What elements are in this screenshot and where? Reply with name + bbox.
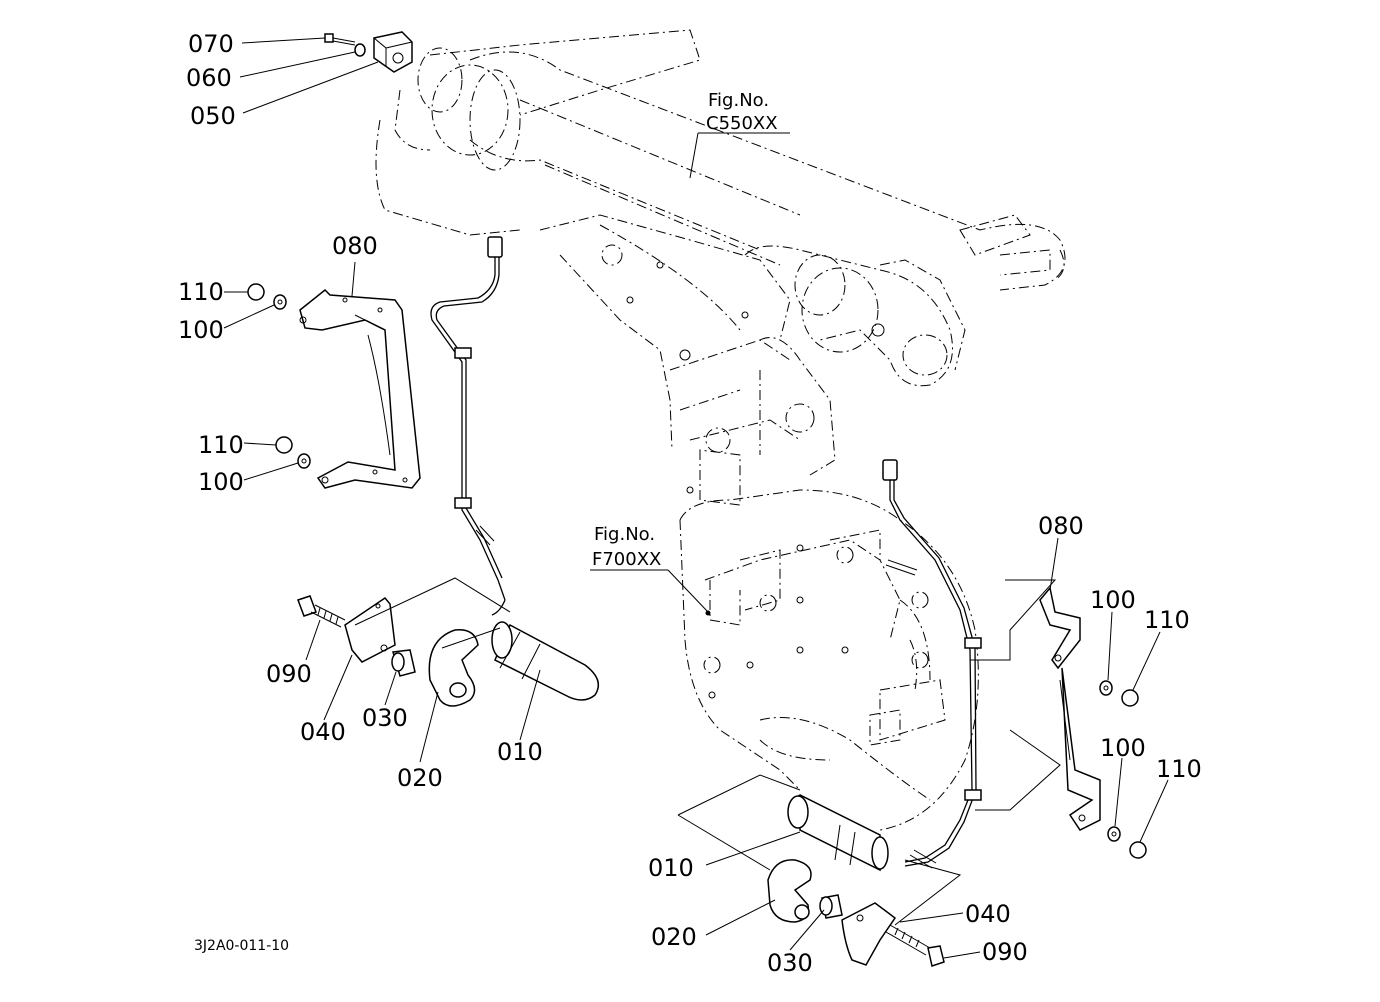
callout-110-left-lower: 110	[198, 431, 244, 459]
transmission-case-outline	[679, 489, 979, 831]
callout-080-right: 080	[1038, 512, 1084, 540]
figure-references: Fig.No. C550XX Fig.No. F700XX	[592, 90, 778, 570]
bolt-070	[324, 33, 356, 46]
callout-100-left-upper: 100	[178, 316, 224, 344]
left-collar-030	[391, 649, 416, 677]
callout-090-right: 090	[982, 938, 1028, 966]
right-sensor-harness	[882, 459, 982, 869]
right-bolt-090	[885, 924, 945, 967]
callout-040-right: 040	[965, 900, 1011, 928]
right-frame-lines	[970, 579, 1061, 811]
callout-020-right: 020	[651, 923, 697, 951]
left-sensor-harness	[430, 236, 506, 616]
callout-090-left: 090	[266, 660, 312, 688]
callout-110-right-upper: 110	[1144, 606, 1190, 634]
left-magnet-020	[428, 629, 479, 707]
top-mount-parts	[324, 31, 413, 73]
callout-100-left-lower: 100	[198, 468, 244, 496]
ref-f700-line2: F700XX	[592, 549, 661, 570]
ref-c550-line2: C550XX	[706, 113, 778, 134]
callout-110-right-lower: 110	[1156, 755, 1202, 783]
right-sensor-010	[787, 794, 889, 872]
right-bracket-080	[1039, 586, 1101, 831]
stopper-050	[373, 31, 413, 73]
callout-080-left: 080	[332, 232, 378, 260]
callout-070: 070	[188, 30, 234, 58]
callout-030-left: 030	[362, 704, 408, 732]
callout-020-left: 020	[397, 764, 443, 792]
left-bracket-080	[299, 288, 421, 489]
callout-100-right-lower: 100	[1100, 734, 1146, 762]
callout-010-right: 010	[648, 854, 694, 882]
left-bolt-090	[297, 595, 346, 628]
callout-030-right: 030	[767, 949, 813, 977]
left-plate-040	[344, 596, 396, 663]
callout-050: 050	[190, 102, 236, 130]
right-plate-040	[841, 902, 897, 966]
right-magnet-020	[767, 859, 812, 923]
left-nuts-washers	[247, 283, 311, 469]
figure-code: 3J2A0-011-10	[194, 938, 289, 954]
ref-f700-line1: Fig.No.	[594, 524, 655, 545]
right-guide-lines	[677, 774, 962, 926]
callout-110-left-upper: 110	[178, 278, 224, 306]
ref-c550-line1: Fig.No.	[708, 90, 769, 111]
callout-010-left: 010	[497, 738, 543, 766]
front-axle-outline	[375, 29, 1066, 387]
callout-040-left: 040	[300, 718, 346, 746]
right-nuts-washers	[1099, 680, 1147, 859]
right-collar-030	[819, 894, 843, 919]
left-sensor-010	[491, 621, 600, 701]
callout-labels: 070 060 050 080 110 100 110 100 090 040 …	[178, 30, 1202, 977]
callout-060: 060	[186, 64, 232, 92]
front-bracket-outline	[539, 214, 836, 506]
callout-100-right-upper: 100	[1090, 586, 1136, 614]
washer-060	[354, 43, 366, 57]
left-guide-lines	[354, 577, 511, 649]
leader-lines	[223, 37, 1169, 959]
